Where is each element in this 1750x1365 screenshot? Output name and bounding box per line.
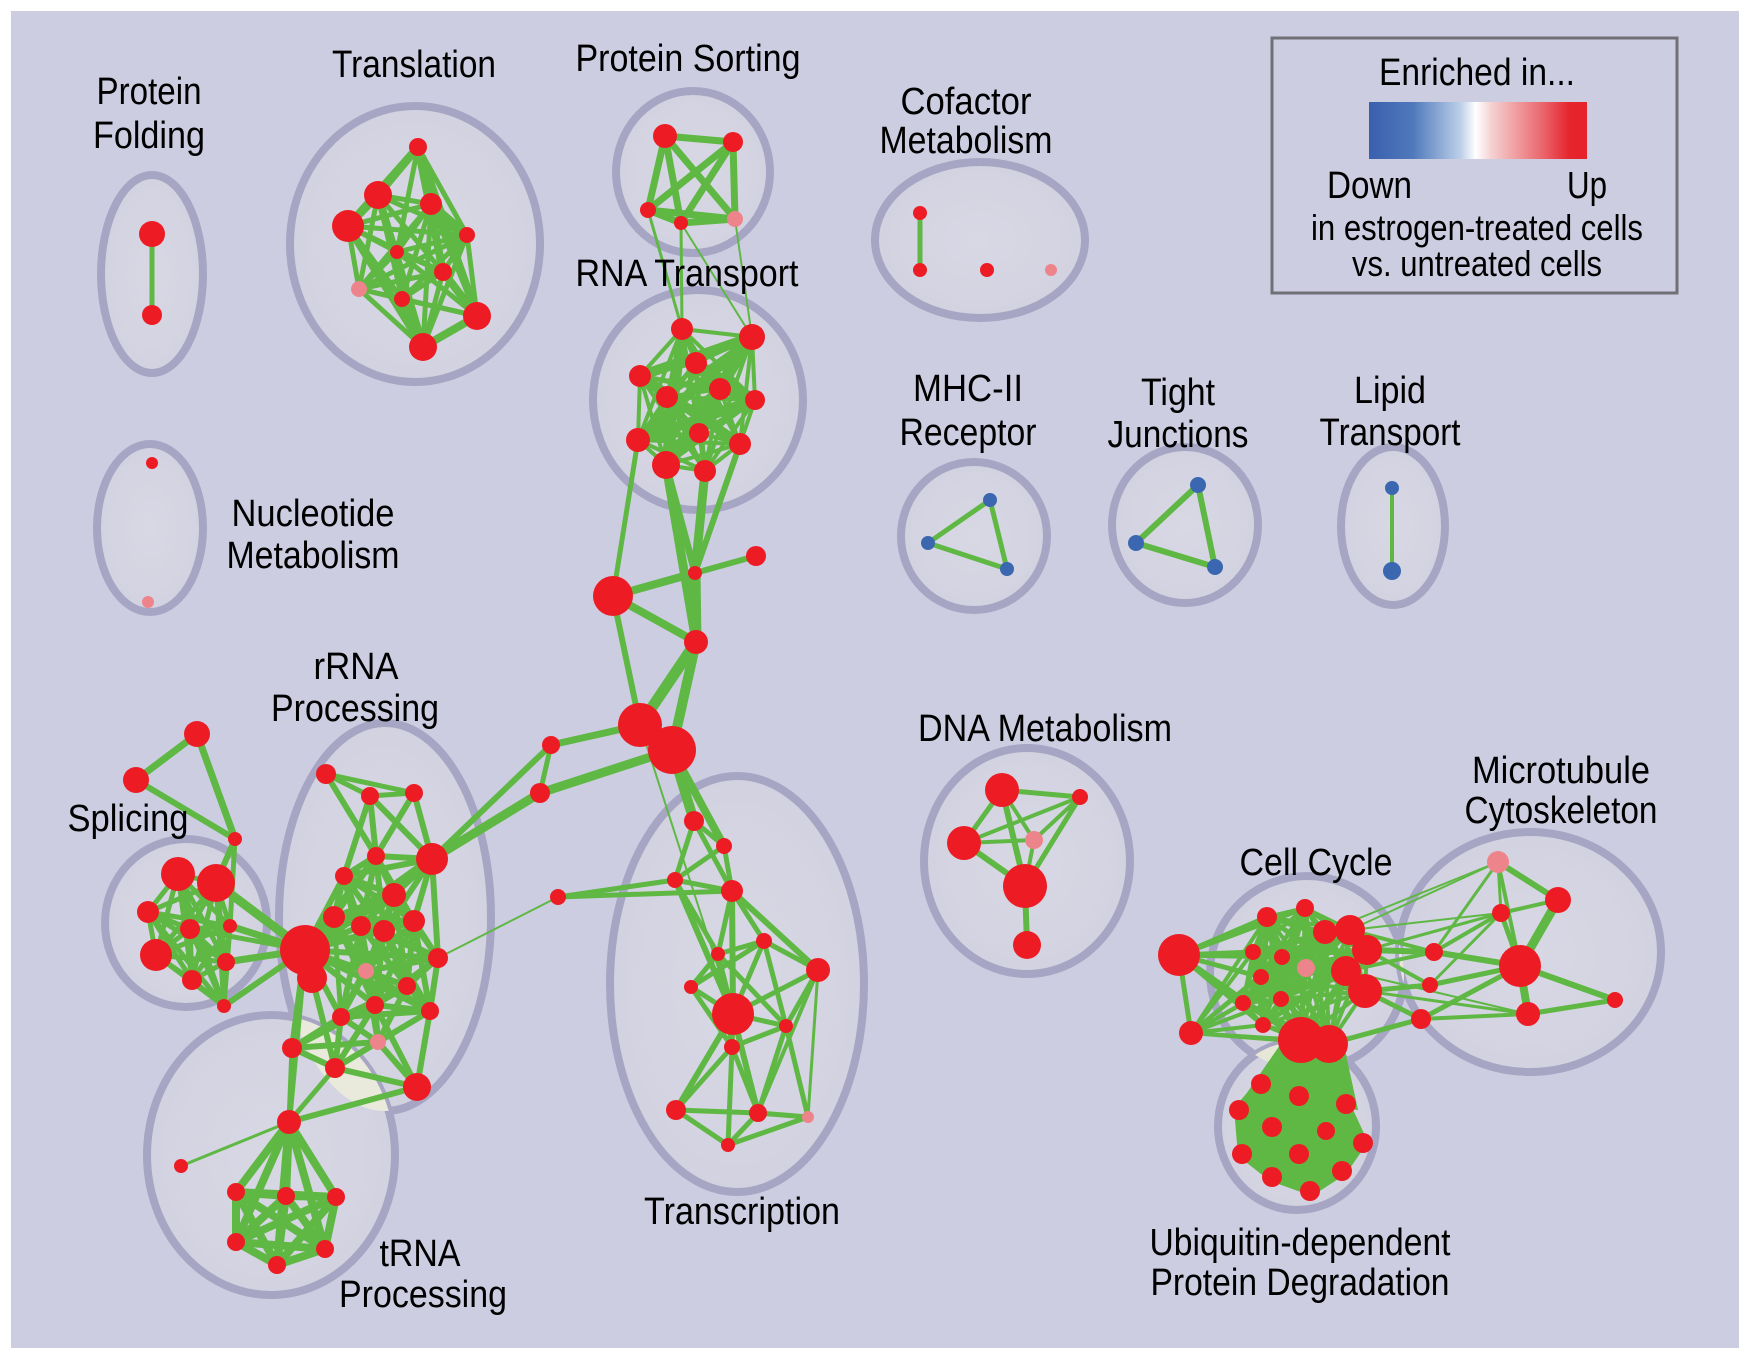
svg-text:Metabolism: Metabolism [880,120,1053,162]
svg-text:Translation: Translation [332,44,496,86]
svg-text:Protein Sorting: Protein Sorting [576,38,801,80]
svg-text:Up: Up [1567,165,1607,207]
svg-text:Cell Cycle: Cell Cycle [1240,842,1393,884]
svg-text:DNA Metabolism: DNA Metabolism [918,708,1172,750]
svg-text:Microtubule: Microtubule [1472,750,1650,792]
svg-text:Enriched in...: Enriched in... [1379,52,1575,94]
svg-text:RNA Transport: RNA Transport [576,253,799,295]
svg-text:tRNA: tRNA [380,1233,462,1275]
svg-text:vs. untreated cells: vs. untreated cells [1352,243,1602,284]
svg-text:Processing: Processing [339,1274,507,1316]
svg-text:Receptor: Receptor [900,412,1037,454]
svg-text:Transport: Transport [1320,412,1461,454]
svg-text:Metabolism: Metabolism [227,535,400,577]
svg-text:Cytoskeleton: Cytoskeleton [1465,790,1658,832]
svg-text:Cofactor: Cofactor [901,81,1032,123]
svg-text:Tight: Tight [1141,372,1215,414]
svg-text:rRNA: rRNA [314,646,400,688]
svg-text:Nucleotide: Nucleotide [232,493,395,535]
svg-text:Transcription: Transcription [644,1191,840,1233]
svg-text:Protein Degradation: Protein Degradation [1151,1262,1450,1304]
svg-text:Junctions: Junctions [1108,414,1249,456]
svg-text:in estrogen-treated cells: in estrogen-treated cells [1311,207,1643,248]
svg-text:Protein: Protein [97,71,202,113]
svg-text:Processing: Processing [271,688,439,730]
svg-text:Down: Down [1327,165,1412,207]
svg-text:Lipid: Lipid [1354,370,1426,412]
svg-text:Ubiquitin-dependent: Ubiquitin-dependent [1150,1222,1451,1264]
svg-text:MHC-II: MHC-II [913,368,1023,410]
svg-text:Splicing: Splicing [68,798,189,840]
svg-text:Folding: Folding [93,115,205,157]
